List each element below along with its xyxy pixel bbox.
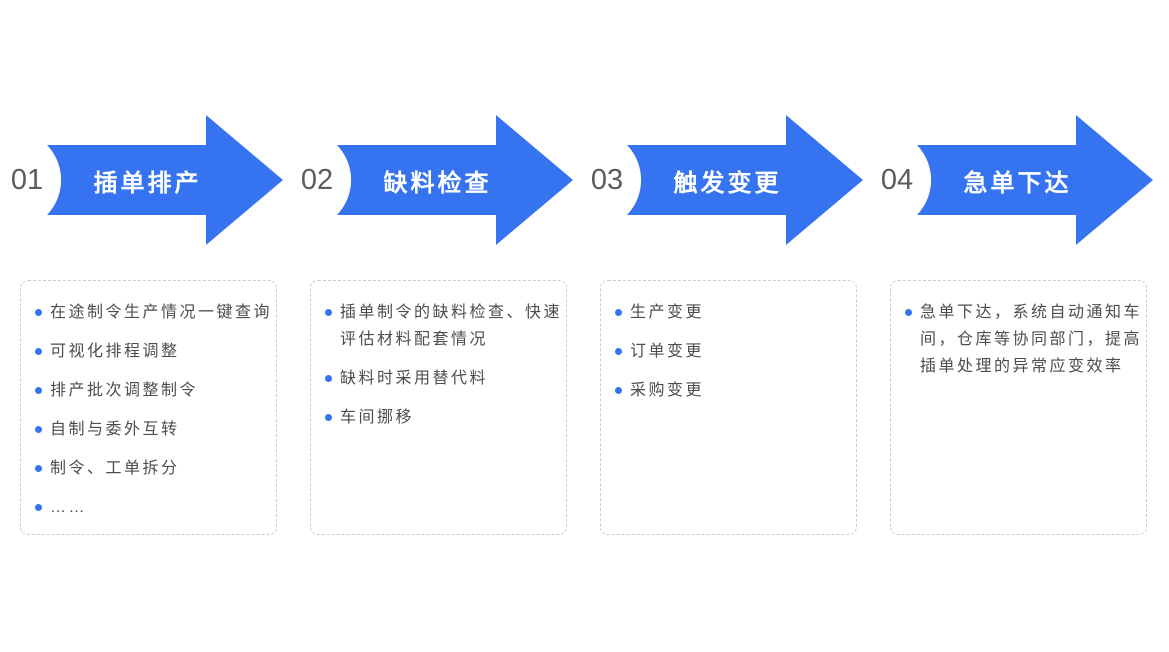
list-item: 车间挪移 (325, 404, 564, 431)
step-arrow: 插单排产 (47, 115, 283, 245)
bullet-list: 在途制令生产情况一键查询 可视化排程调整 排产批次调整制令 自制与委外互转 制令… (35, 299, 274, 521)
arrow-shape-icon (627, 115, 863, 245)
bullet-text: 在途制令生产情况一键查询 (50, 304, 273, 321)
step-details-box: 在途制令生产情况一键查询 可视化排程调整 排产批次调整制令 自制与委外互转 制令… (20, 280, 277, 535)
bullet-text: …… (50, 499, 87, 516)
step-details-box: 急单下达，系统自动通知车间，仓库等协同部门，提高插单处理的异常应变效率 (890, 280, 1147, 535)
bullet-text: 急单下达，系统自动通知车间，仓库等协同部门，提高插单处理的异常应变效率 (920, 304, 1143, 375)
bullet-list: 急单下达，系统自动通知车间，仓库等协同部门，提高插单处理的异常应变效率 (905, 299, 1144, 380)
list-item: 插单制令的缺料检查、快速评估材料配套情况 (325, 299, 564, 353)
arrow-shape-icon (917, 115, 1153, 245)
bullet-dot-icon (325, 414, 332, 421)
arrow-shape-icon (47, 115, 283, 245)
step-column-1: 01 插单排产 在途制令生产情况一键查询 可视化排程调整 排产批次调整制令 自制… (11, 0, 283, 652)
bullet-dot-icon (35, 348, 42, 355)
bullet-dot-icon (615, 348, 622, 355)
step-title: 触发变更 (673, 169, 782, 197)
step-title: 插单排产 (93, 169, 202, 197)
bullet-text: 自制与委外互转 (50, 421, 180, 438)
bullet-text: 车间挪移 (340, 409, 415, 426)
list-item: …… (35, 494, 274, 521)
bullet-dot-icon (35, 387, 42, 394)
step-arrow: 急单下达 (917, 115, 1153, 245)
bullet-dot-icon (325, 309, 332, 316)
bullet-dot-icon (35, 465, 42, 472)
step-number: 02 (300, 164, 334, 196)
bullet-text: 生产变更 (630, 304, 705, 321)
bullet-dot-icon (35, 309, 42, 316)
step-arrow: 触发变更 (627, 115, 863, 245)
bullet-list: 插单制令的缺料检查、快速评估材料配套情况 缺料时采用替代料 车间挪移 (325, 299, 564, 431)
bullet-text: 采购变更 (630, 382, 705, 399)
bullet-text: 制令、工单拆分 (50, 460, 180, 477)
bullet-text: 可视化排程调整 (50, 343, 180, 360)
step-title: 缺料检查 (383, 169, 492, 197)
bullet-text: 排产批次调整制令 (50, 382, 199, 399)
step-column-3: 03 触发变更 生产变更 订单变更 采购变更 (591, 0, 863, 652)
step-title: 急单下达 (963, 169, 1072, 197)
step-number: 04 (880, 164, 914, 196)
list-item: 缺料时采用替代料 (325, 365, 564, 392)
arrow-shape-icon (337, 115, 573, 245)
list-item: 可视化排程调整 (35, 338, 274, 365)
list-item: 急单下达，系统自动通知车间，仓库等协同部门，提高插单处理的异常应变效率 (905, 299, 1144, 380)
step-number: 01 (10, 164, 44, 196)
list-item: 自制与委外互转 (35, 416, 274, 443)
step-column-2: 02 缺料检查 插单制令的缺料检查、快速评估材料配套情况 缺料时采用替代料 车间… (301, 0, 573, 652)
bullet-dot-icon (35, 426, 42, 433)
list-item: 制令、工单拆分 (35, 455, 274, 482)
bullet-dot-icon (325, 375, 332, 382)
list-item: 订单变更 (615, 338, 854, 365)
bullet-dot-icon (905, 309, 912, 316)
list-item: 采购变更 (615, 377, 854, 404)
bullet-text: 缺料时采用替代料 (340, 370, 489, 387)
step-details-box: 插单制令的缺料检查、快速评估材料配套情况 缺料时采用替代料 车间挪移 (310, 280, 567, 535)
list-item: 排产批次调整制令 (35, 377, 274, 404)
step-details-box: 生产变更 订单变更 采购变更 (600, 280, 857, 535)
step-arrow: 缺料检查 (337, 115, 573, 245)
list-item: 在途制令生产情况一键查询 (35, 299, 274, 326)
bullet-list: 生产变更 订单变更 采购变更 (615, 299, 854, 404)
bullet-text: 插单制令的缺料检查、快速评估材料配套情况 (340, 304, 563, 348)
list-item: 生产变更 (615, 299, 854, 326)
bullet-dot-icon (615, 309, 622, 316)
step-column-4: 04 急单下达 急单下达，系统自动通知车间，仓库等协同部门，提高插单处理的异常应… (881, 0, 1153, 652)
step-number: 03 (590, 164, 624, 196)
bullet-dot-icon (35, 504, 42, 511)
bullet-text: 订单变更 (630, 343, 705, 360)
bullet-dot-icon (615, 387, 622, 394)
